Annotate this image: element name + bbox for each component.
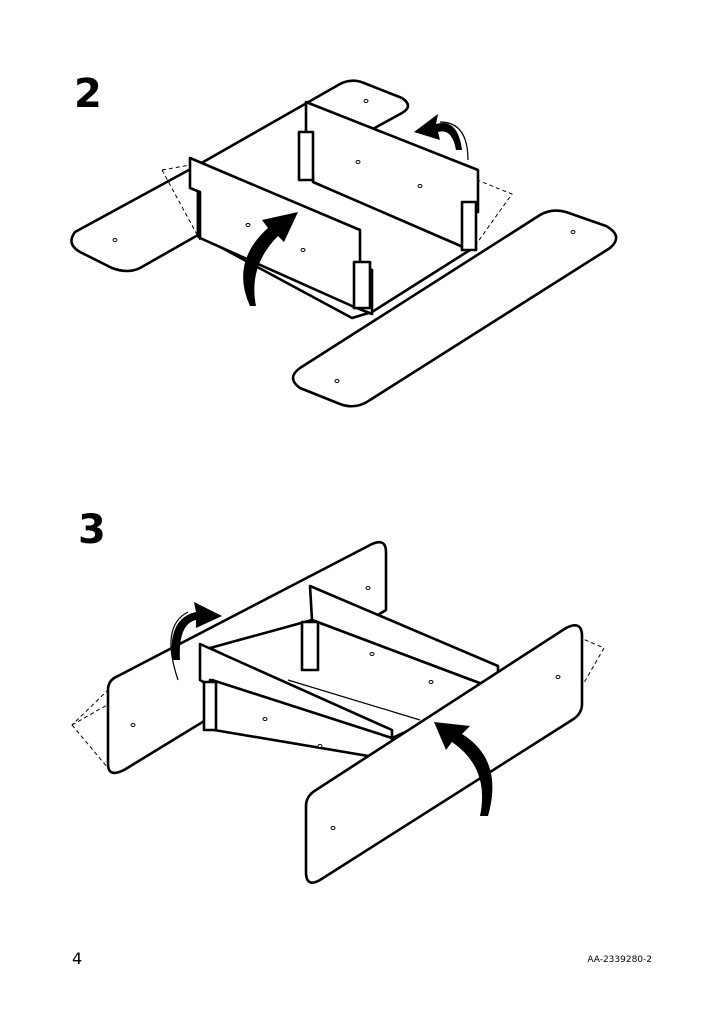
box-tab-back (300, 620, 320, 672)
box-tab-front (202, 680, 218, 732)
fold-up-arrow-front (243, 212, 298, 306)
base-board-front-strip (291, 209, 618, 408)
fold-up-arrow-right (434, 722, 493, 816)
base-board (70, 163, 200, 273)
fold-up-arrow-left (171, 602, 222, 660)
back-panel-tab-left (297, 130, 315, 182)
fold-up-arrow-back (414, 114, 462, 150)
back-panel-tab-right (460, 200, 478, 252)
document-code: AA-2339280-2 (587, 955, 652, 965)
front-panel-tab (352, 260, 372, 310)
step-number-3: 3 (78, 507, 106, 553)
base-board-back-flap (303, 79, 410, 138)
page-number: 4 (72, 949, 83, 968)
right-end-panel (304, 624, 584, 884)
step-2-assembly-illustration (70, 79, 618, 408)
step-number-2: 2 (74, 71, 102, 117)
